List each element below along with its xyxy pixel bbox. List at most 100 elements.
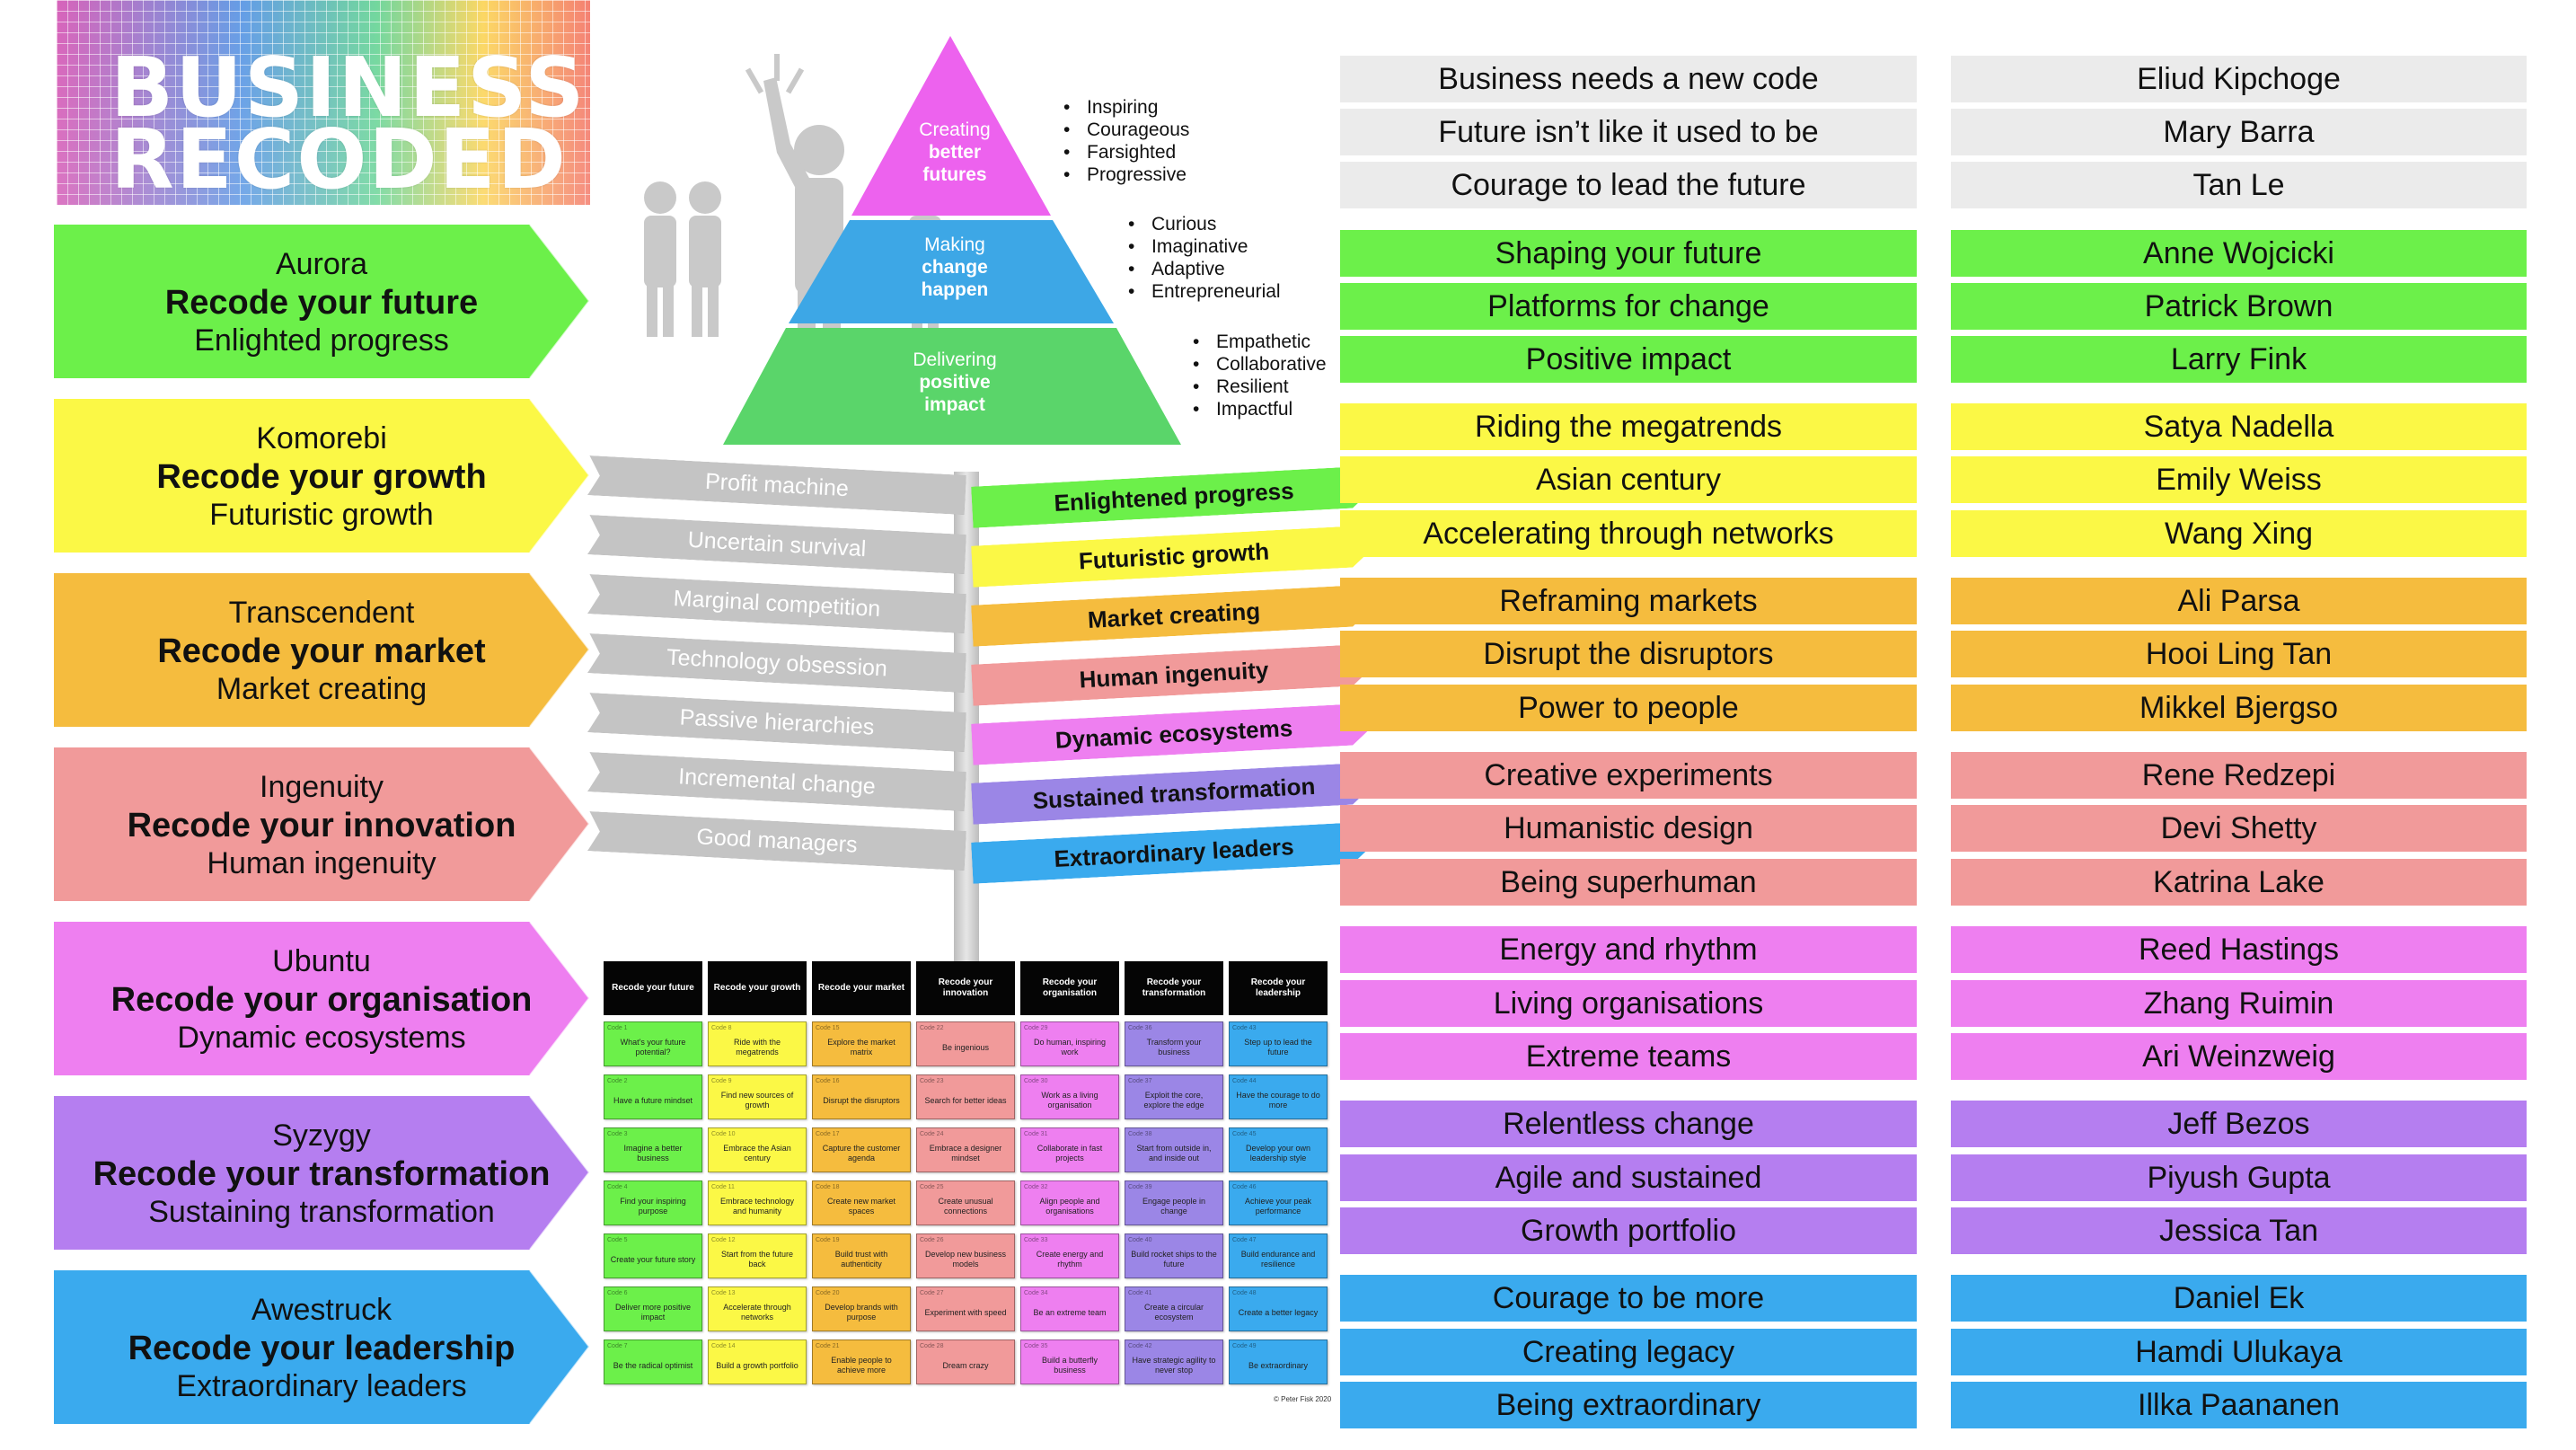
theme-bar-13: Creative experiments <box>1340 752 1917 799</box>
left-arrow-shape <box>54 1096 589 1250</box>
card-code: Code 37 <box>1128 1078 1152 1084</box>
card-text: Exploit the core, explore the edge <box>1143 1091 1204 1110</box>
card-code: Code 26 <box>920 1237 944 1243</box>
code-card: Code 32 Align people and organisations <box>1020 1180 1119 1225</box>
code-card: Code 30 Work as a living organisation <box>1020 1074 1119 1119</box>
card-code: Code 24 <box>920 1131 944 1137</box>
left-arrow-title: Recode your transformation <box>93 1155 551 1193</box>
right-sign-6: Sustained transformation <box>971 762 1377 824</box>
theme-bar-8: Asian century <box>1340 456 1917 503</box>
code-card: Code 23 Search for better ideas <box>916 1074 1015 1119</box>
right-sign-1: Enlightened progress <box>971 465 1377 527</box>
card-code: Code 17 <box>816 1131 840 1137</box>
business-recoded-logo: BUSINESS RECODED <box>57 0 590 205</box>
person-bar-4: Anne Wojcicki <box>1951 230 2527 277</box>
card-code: Code 32 <box>1024 1184 1048 1190</box>
card-text: Align people and organisations <box>1039 1197 1100 1216</box>
left-arrow-shape <box>54 399 589 553</box>
card-code: Code 45 <box>1232 1131 1257 1137</box>
left-sign-6: Incremental change <box>587 752 966 811</box>
card-code: Code 30 <box>1024 1078 1048 1084</box>
card-text: Enable people to achieve more <box>831 1356 892 1375</box>
card-text: Embrace technology and humanity <box>719 1197 795 1216</box>
left-arrow-name: Awestruck <box>251 1293 393 1327</box>
card-code: Code 16 <box>816 1078 840 1084</box>
pyramid-graphic <box>644 36 1181 445</box>
person-bar-13: Rene Redzepi <box>1951 752 2527 799</box>
logo-line-1: BUSINESS <box>110 40 587 136</box>
card-code: Code 21 <box>816 1343 840 1349</box>
code-card: Code 37 Exploit the core, explore the edg… <box>1125 1074 1223 1119</box>
card-code: Code 41 <box>1128 1290 1152 1296</box>
card-text: Embrace a designer mindset <box>929 1144 1002 1163</box>
card-code: Code 18 <box>816 1184 840 1190</box>
left-sign-3: Marginal competition <box>587 574 966 633</box>
theme-bar-16: Energy and rhythm <box>1340 926 1917 973</box>
card-code: Code 42 <box>1128 1343 1152 1349</box>
right-sign-4: Human ingenuity <box>971 643 1377 705</box>
card-text: Search for better ideas <box>924 1095 1007 1105</box>
theme-bar-9: Accelerating through networks <box>1340 510 1917 557</box>
left-arrow-title: Recode your organisation <box>110 981 533 1019</box>
theme-bar-11: Disrupt the disruptors <box>1340 631 1917 677</box>
card-text: Embrace the Asian century <box>723 1144 791 1163</box>
theme-bar-15: Being superhuman <box>1340 859 1917 906</box>
person-bar-6: Larry Fink <box>1951 336 2527 383</box>
left-arrow-shape <box>54 922 589 1075</box>
card-header-6: Recode your transformation <box>1125 961 1223 1015</box>
theme-bar-22: Courage to be more <box>1340 1275 1917 1322</box>
person-bar-12: Mikkel Bjergso <box>1951 685 2527 731</box>
pyramid-mid-bullets: CuriousImaginativeAdaptiveEntrepreneuria… <box>1151 213 1281 303</box>
card-header-7: Recode your leadership <box>1229 961 1328 1015</box>
card-code: Code 28 <box>920 1343 944 1349</box>
card-text: Imagine a better business <box>623 1144 683 1163</box>
card-code: Code 7 <box>607 1343 628 1349</box>
card-text: Create energy and rhythm <box>1036 1250 1104 1269</box>
theme-bar-12: Power to people <box>1340 685 1917 731</box>
card-text: Step up to lead the future <box>1244 1038 1312 1057</box>
card-code: Code 23 <box>920 1078 944 1084</box>
card-header-2: Recode your growth <box>708 961 807 1015</box>
person-bar-22: Daniel Ek <box>1951 1275 2527 1322</box>
person-bar-19: Jeff Bezos <box>1951 1101 2527 1147</box>
card-text: Work as a living organisation <box>1041 1091 1098 1110</box>
card-code: Code 39 <box>1128 1184 1152 1190</box>
person-bar-8: Emily Weiss <box>1951 456 2527 503</box>
theme-bar-19: Relentless change <box>1340 1101 1917 1147</box>
left-arrow-title: Recode your leadership <box>128 1330 516 1367</box>
theme-bar-23: Creating legacy <box>1340 1329 1917 1375</box>
left-arrow-shape <box>54 1270 589 1424</box>
left-arrow-subtitle: Sustaining transformation <box>148 1195 495 1229</box>
card-code: Code 8 <box>711 1025 732 1031</box>
people-silhouette-icon <box>644 54 941 422</box>
card-code: Code 4 <box>607 1184 628 1190</box>
person-bar-7: Satya Nadella <box>1951 403 2527 450</box>
card-code: Code 13 <box>711 1290 736 1296</box>
card-text: Find your inspiring purpose <box>620 1197 686 1216</box>
theme-bar-14: Humanistic design <box>1340 805 1917 852</box>
pyramid-bottom-bullets: EmpatheticCollaborativeResilientImpactfu… <box>1216 331 1327 420</box>
person-bar-21: Jessica Tan <box>1951 1207 2527 1254</box>
person-bar-16: Reed Hastings <box>1951 926 2527 973</box>
